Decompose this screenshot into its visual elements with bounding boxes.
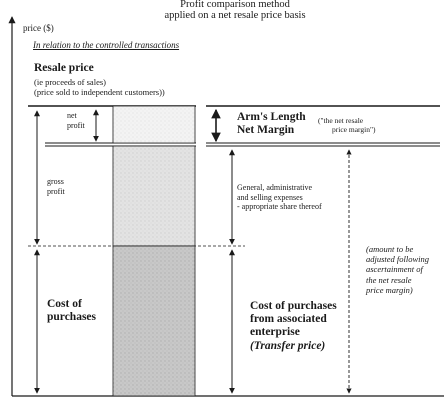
resale-note-line-1: (ie proceeds of sales) xyxy=(34,77,106,87)
title-line-1: Profit comparison method xyxy=(180,0,290,10)
diagram-title: Profit comparison method applied on a ne… xyxy=(150,0,320,21)
side-note-line-3: ascertainment of xyxy=(366,264,423,275)
gae-label: General, administrative and selling expe… xyxy=(237,183,322,212)
net-resale-price-margin-note: ("the net resale price margin") xyxy=(318,116,376,134)
net-profit-label-line-1: net xyxy=(67,111,77,120)
y-axis-label: price ($) xyxy=(23,23,54,33)
gae-line-3: - appropriate share thereof xyxy=(237,202,322,212)
gae-line-2: and selling expenses xyxy=(237,192,303,202)
side-note-line-1: (amount to be xyxy=(366,244,414,254)
arms-note-line-1: ("the net resale xyxy=(318,116,364,125)
resale-note-line-2: (price sold to independent customers)) xyxy=(34,86,165,97)
title-line-2: applied on a net resale price basis xyxy=(164,10,306,22)
subtitle: In relation to the controlled transactio… xyxy=(33,40,180,50)
gross-profit-label: gross profit xyxy=(47,177,65,196)
arms-length-line-1: Arm's Length xyxy=(237,111,306,123)
net-profit-label: net profit xyxy=(67,111,85,130)
cost-of-purchases-label: Cost of purchases xyxy=(47,298,96,324)
resale-price-title: Resale price xyxy=(34,62,94,74)
cost-label-line-1: Cost of xyxy=(47,298,82,310)
arms-length-line-2: Net Margin xyxy=(237,124,295,137)
arms-note-line-2: price margin") xyxy=(332,125,376,134)
transfer-line-3: enterprise xyxy=(250,326,300,339)
transfer-line-1: Cost of purchases xyxy=(250,300,337,312)
transfer-line-2: from associated xyxy=(250,313,327,326)
cost-label-line-2: purchases xyxy=(47,311,96,324)
transfer-price-label: Cost of purchases from associated enterp… xyxy=(250,300,337,353)
gross-profit-label-line-1: gross xyxy=(47,177,64,186)
gross-profit-label-line-2: profit xyxy=(47,186,65,196)
resale-price-note: (ie proceeds of sales) (price sold to in… xyxy=(34,77,165,98)
side-note-line-2: adjusted following xyxy=(366,254,430,265)
net-profit-label-line-2: profit xyxy=(67,120,85,130)
arms-length-net-margin-label: Arm's Length Net Margin xyxy=(237,111,306,137)
gae-line-1: General, administrative xyxy=(237,183,313,192)
side-note-line-4: the net resale xyxy=(366,274,412,285)
adjustment-side-note: (amount to be adjusted following ascerta… xyxy=(366,244,429,295)
side-note-line-5: price margin) xyxy=(366,284,413,295)
transfer-line-4: (Transfer price) xyxy=(250,339,326,352)
